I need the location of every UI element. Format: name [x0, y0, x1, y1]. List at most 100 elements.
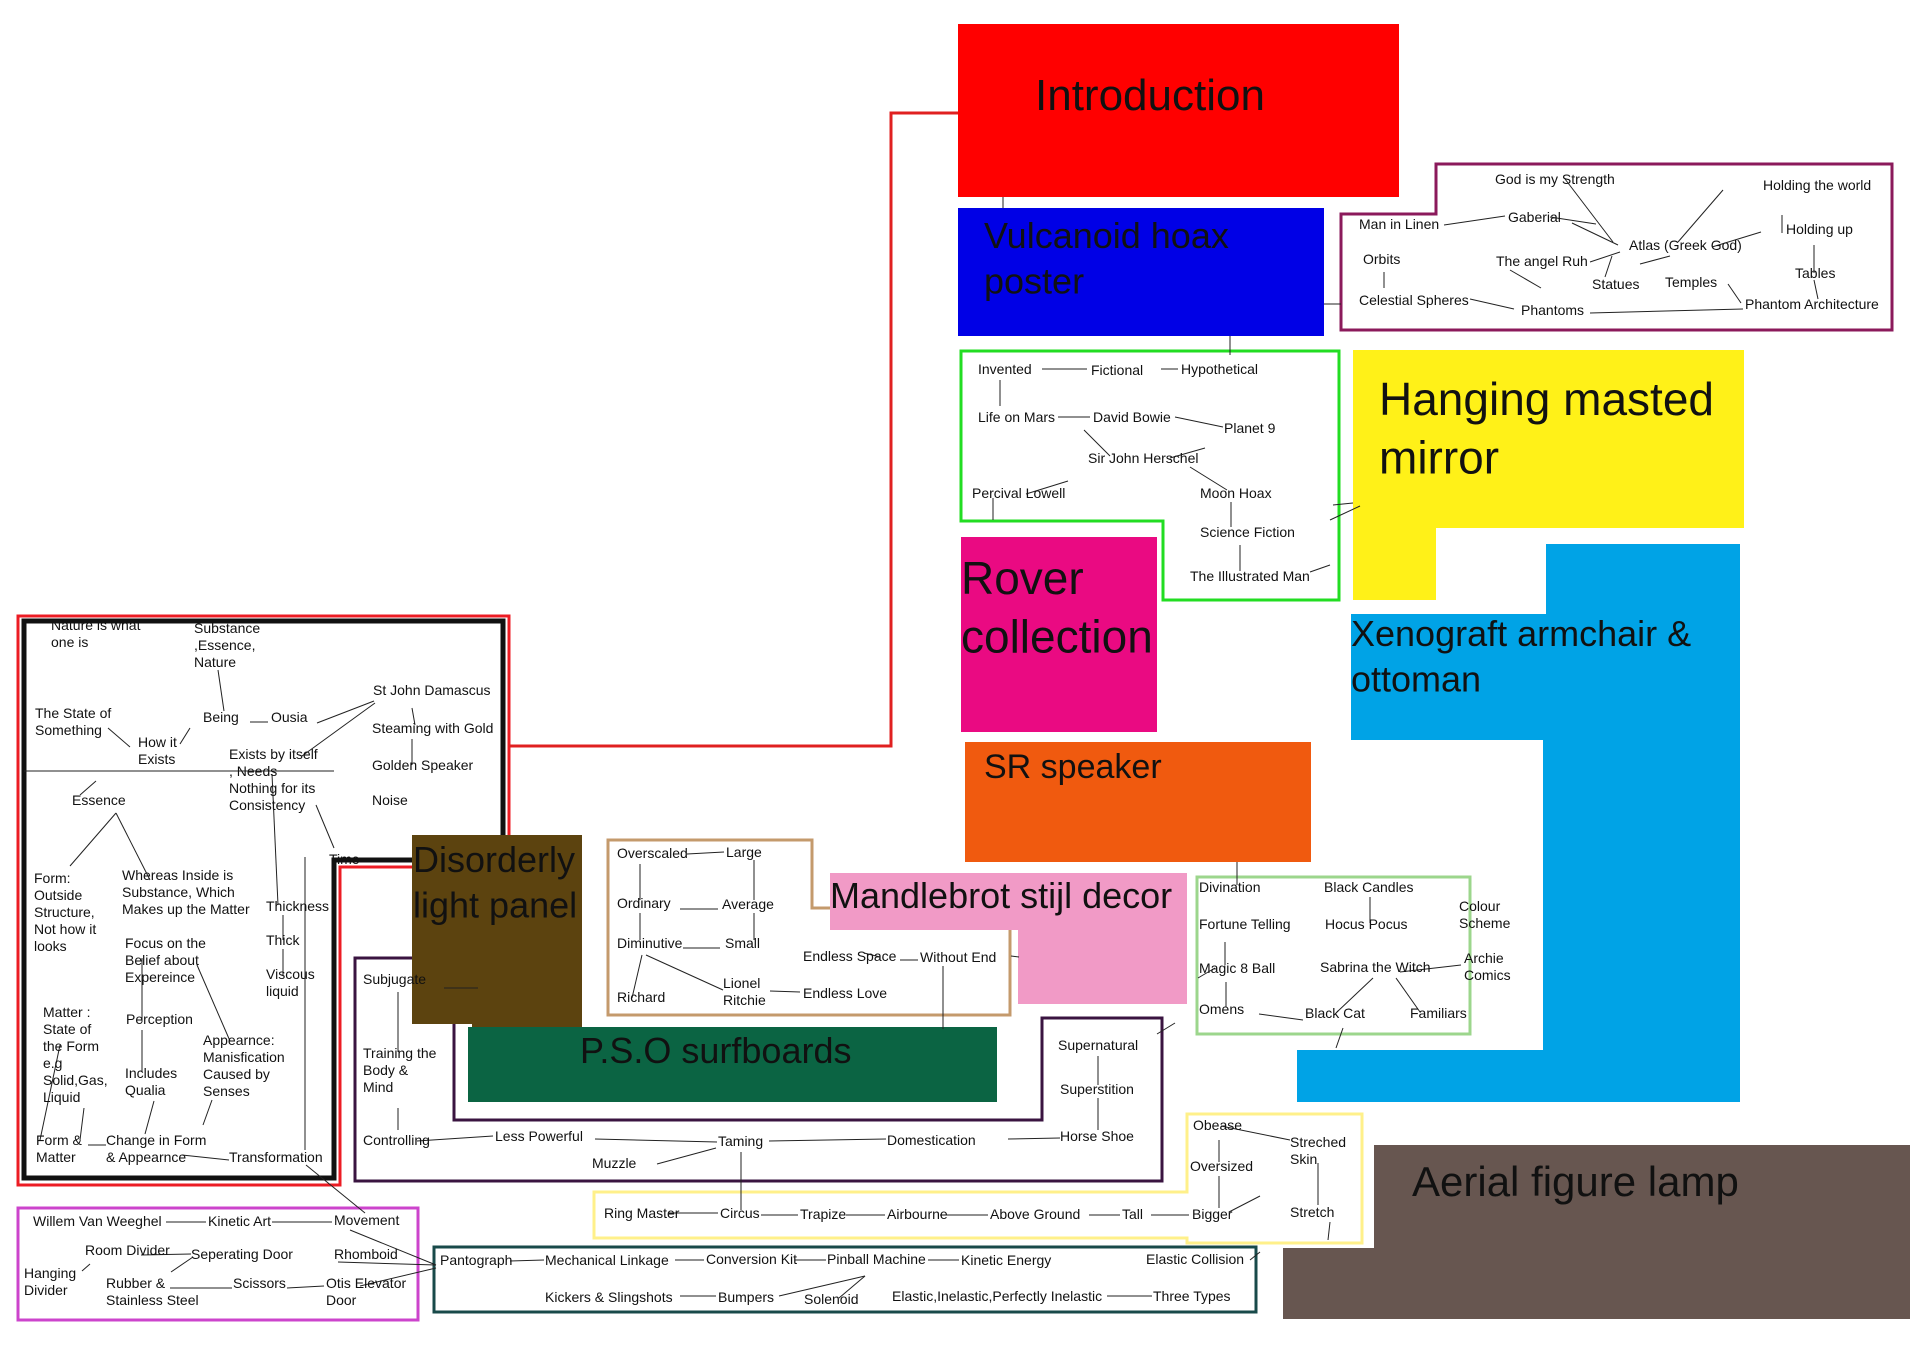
node-label-line: Being	[203, 709, 239, 725]
hanging-title-line: Hanging masted	[1379, 373, 1714, 425]
node-link	[69, 812, 117, 867]
node-label-line: Thick	[266, 932, 300, 948]
node-link	[1258, 1013, 1304, 1021]
node-label-line: Viscous	[266, 966, 315, 982]
node-label: Bigger	[1192, 1206, 1233, 1222]
node-link	[81, 1263, 91, 1272]
node-label: Three Types	[1153, 1288, 1231, 1304]
node-label-line: Small	[725, 935, 760, 951]
node-label-line: Moon Hoax	[1200, 485, 1272, 501]
node-label: Time	[329, 851, 360, 867]
node-link	[645, 954, 724, 991]
node-label-line: Scheme	[1459, 915, 1511, 931]
node-label: Conversion Kit	[706, 1251, 797, 1267]
node-label-line: Ordinary	[617, 895, 671, 911]
node-label: Magic 8 Ball	[1199, 960, 1275, 976]
node-label-line: David Bowie	[1093, 409, 1171, 425]
node-label-line: Taming	[718, 1133, 763, 1149]
node-link	[1395, 977, 1421, 1013]
node-label-line: Pinball Machine	[827, 1251, 926, 1267]
node-label-line: Otis Elevator	[326, 1275, 406, 1291]
node-label-line: Steaming with Gold	[372, 720, 493, 736]
node-label: Substance,Essence,Nature	[194, 620, 260, 670]
node-label-line: Domestication	[887, 1132, 976, 1148]
node-label: Perception	[126, 1011, 193, 1027]
node-label: Rubber &Stainless Steel	[106, 1275, 199, 1308]
node-label-line: Conversion Kit	[706, 1251, 797, 1267]
node-label-line: Exists by itself	[229, 746, 318, 762]
node-link	[1711, 231, 1762, 248]
node-link	[769, 990, 801, 993]
node-label: Endless Space	[803, 948, 897, 964]
node-link	[115, 812, 151, 881]
node-label-line: Senses	[203, 1083, 250, 1099]
node-label: Mechanical Linkage	[545, 1252, 669, 1268]
node-label-line: , Needs	[229, 763, 277, 779]
node-label-line: Bigger	[1192, 1206, 1233, 1222]
node-link	[170, 1256, 194, 1273]
node-label-line: Scissors	[233, 1275, 286, 1291]
node-label-line: Solid,Gas,	[43, 1072, 108, 1088]
mandlebrot-title-line: Mandlebrot stijl decor	[830, 875, 1172, 916]
node-link	[1083, 429, 1111, 457]
node-label: Ring Master	[604, 1205, 680, 1221]
node-link	[1336, 977, 1374, 1013]
divination-frame	[1195, 875, 1472, 1036]
node-label-line: Oversized	[1190, 1158, 1253, 1174]
node-label: Rhomboid	[334, 1246, 398, 1262]
node-label: Endless Love	[803, 985, 887, 1001]
node-label-line: Substance, Which	[122, 884, 235, 900]
node-label-line: Outside	[34, 887, 82, 903]
node-label-line: Magic 8 Ball	[1199, 960, 1275, 976]
node-label-line: Matter	[36, 1149, 76, 1165]
rover-title-line: collection	[961, 610, 1153, 662]
node-label-line: Holding up	[1786, 221, 1853, 237]
node-label: Planet 9	[1224, 420, 1276, 436]
xenograft-title-line: Xenograft armchair &	[1351, 613, 1691, 654]
node-link	[1571, 222, 1619, 246]
node-label-line: Tall	[1122, 1206, 1143, 1222]
node-label-line: ,Essence,	[194, 637, 255, 653]
node-label: Sabrina the Witch	[1320, 959, 1431, 975]
node-link	[286, 1285, 325, 1289]
node-link	[1189, 466, 1228, 491]
node-label-line: How it	[138, 734, 177, 750]
disorderly-block	[412, 835, 582, 1033]
node-link	[144, 1100, 155, 1135]
node-link	[79, 780, 97, 796]
node-link	[411, 707, 416, 726]
node-label-line: The State of	[35, 705, 111, 721]
node-label-line: Phantoms	[1521, 302, 1584, 318]
node-label-line: Kickers & Slingshots	[545, 1289, 673, 1305]
node-link	[202, 1099, 213, 1126]
node-label-line: Ring Master	[604, 1205, 680, 1221]
node-label-line: Three Types	[1153, 1288, 1231, 1304]
node-label-line: The angel Ruh	[1496, 253, 1588, 269]
node-label-line: one is	[51, 634, 88, 650]
node-link	[301, 702, 376, 757]
node-label-line: Change in Form	[106, 1132, 206, 1148]
node-label-line: Expereince	[125, 969, 195, 985]
node-label-line: Science Fiction	[1200, 524, 1295, 540]
node-label-line: Less Powerful	[495, 1128, 583, 1144]
node-link	[1589, 308, 1744, 314]
node-label-line: Exists	[138, 751, 175, 767]
aerial-title-line: Aerial figure lamp	[1412, 1158, 1739, 1205]
rover-block	[961, 537, 1157, 732]
introduction-title: Introduction	[1035, 71, 1265, 120]
node-label: Less Powerful	[495, 1128, 583, 1144]
node-link	[1509, 269, 1542, 289]
intro-connector	[509, 111, 958, 748]
node-label: Above Ground	[990, 1206, 1080, 1222]
node-label-line: Large	[726, 844, 762, 860]
node-label: Seperating Door	[191, 1246, 293, 1262]
node-links	[24, 111, 1819, 1299]
xenograft-title-line: ottoman	[1351, 659, 1481, 700]
